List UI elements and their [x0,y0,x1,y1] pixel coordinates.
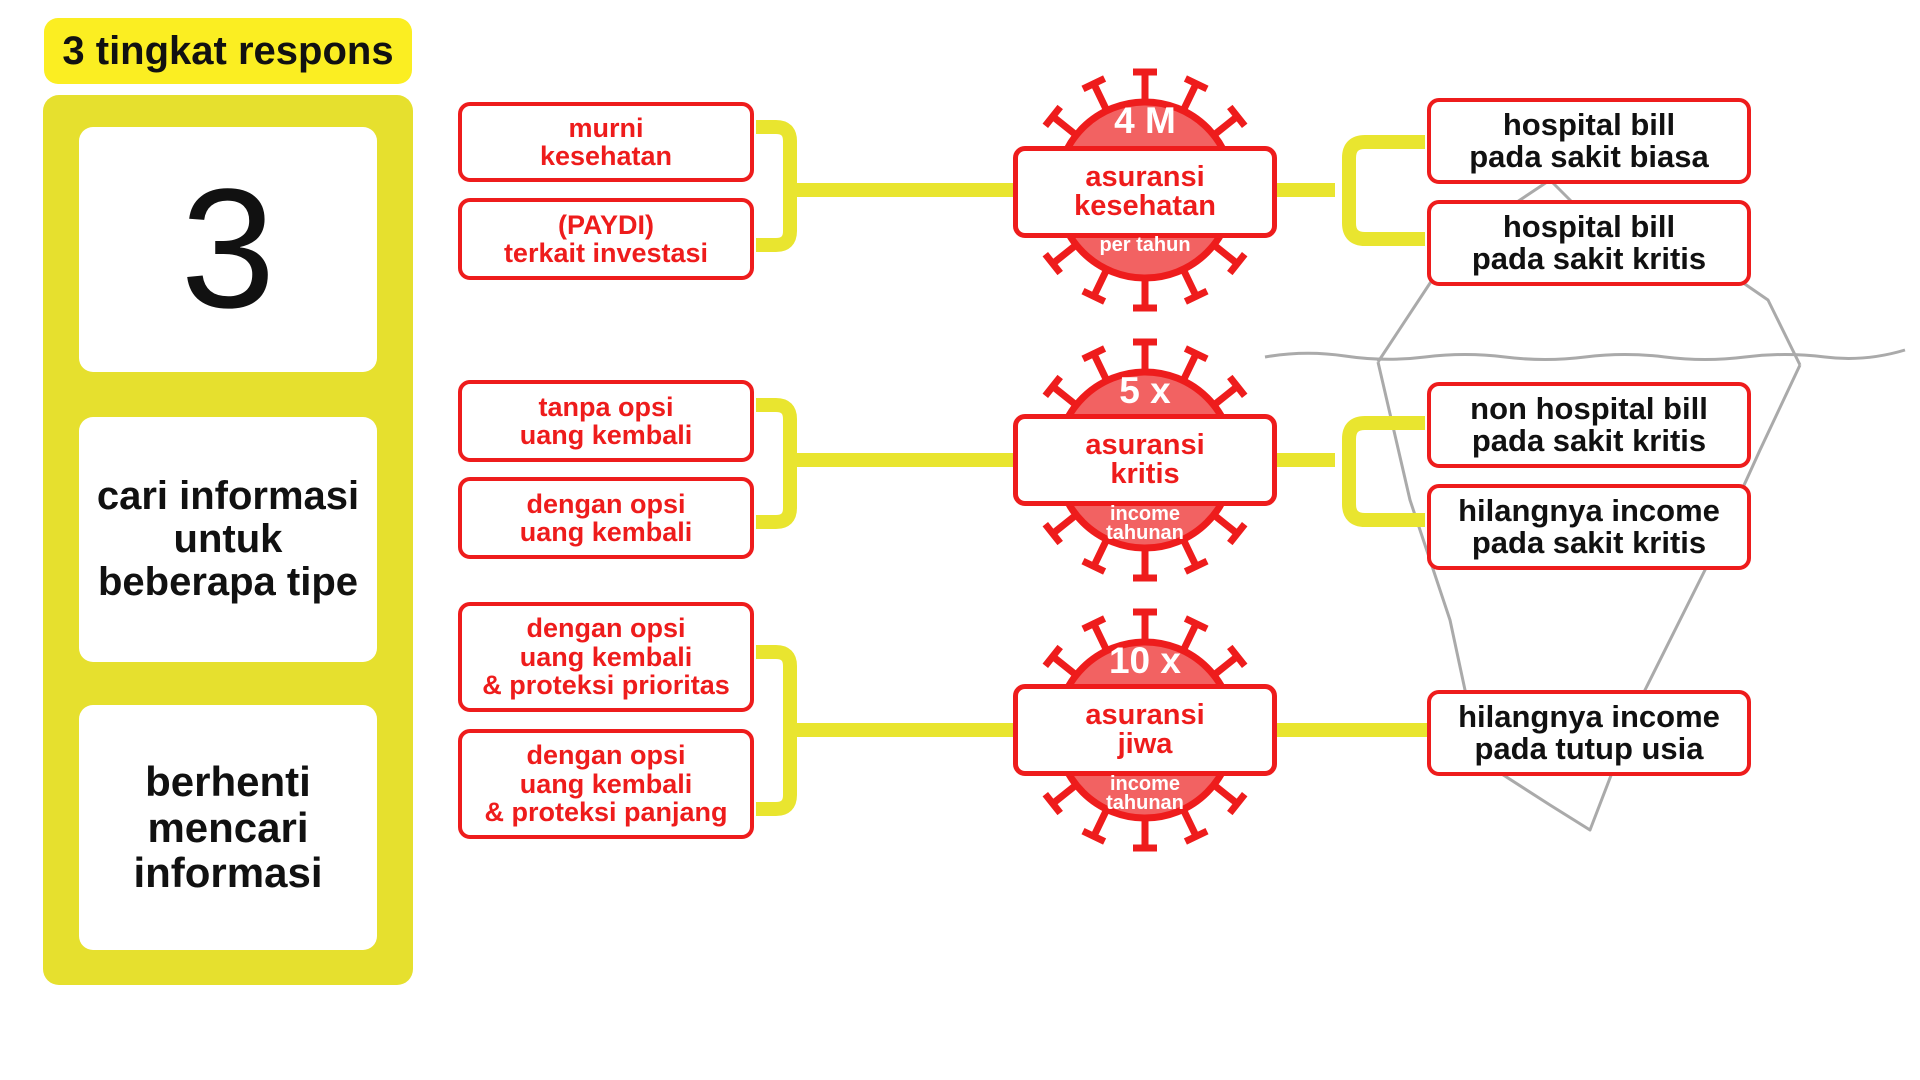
virus-spike-cap [1183,287,1209,305]
virus-spike-cap [1042,792,1063,816]
virus-spike-cap [1042,252,1063,276]
risk-box: hospital bill pada sakit biasa [1427,98,1751,184]
iceberg-water-line [1264,348,1906,361]
virus-spike [1050,782,1079,807]
virus-spike [1180,267,1200,298]
virus-spike [1211,782,1240,807]
virus-spike [1090,82,1110,113]
product-type-box: dengan opsi uang kembali & proteksi prio… [458,602,754,712]
virus-spike [1180,807,1200,838]
risk-box: hospital bill pada sakit kritis [1427,200,1751,286]
coverage-value: 10 x [1108,640,1181,681]
virus-spike [1050,383,1079,408]
connector-left-3 [756,645,797,816]
product-type-box: dengan opsi uang kembali [458,477,754,559]
virus-spike-cap [1081,75,1107,93]
virus-spike-cap [1081,615,1107,633]
virus-spike-cap [1227,644,1248,668]
product-type-box: dengan opsi uang kembali & proteksi panj… [458,729,754,839]
virus-spike-cap [1227,252,1248,276]
connector-right-2 [1277,416,1425,527]
virus-spike [1211,113,1240,138]
virus-spike [1090,267,1110,298]
virus-spike-cap [1042,104,1063,128]
virus-spike-cap [1042,374,1063,398]
virus-spike-cap [1042,644,1063,668]
virus-spike [1090,352,1110,383]
risk-box: hilangnya income pada sakit kritis [1427,484,1751,570]
virus-spike-cap [1081,345,1107,363]
coverage-value: 5 x [1119,370,1171,411]
virus-spike [1211,383,1240,408]
virus-spike [1180,537,1200,568]
virus-spike-cap [1183,615,1209,633]
connector-right-1 [1277,135,1425,246]
virus-spike [1050,512,1079,537]
coverage-unit: income tahunan [1106,773,1184,814]
coverage-unit: income tahunan [1106,503,1184,544]
virus-spike-cap [1227,374,1248,398]
product-type-box: tanpa opsi uang kembali [458,380,754,462]
connector-left-1 [756,120,797,252]
virus-spike-cap [1227,104,1248,128]
virus-spike-cap [1183,345,1209,363]
risk-box: hilangnya income pada tutup usia [1427,690,1751,776]
virus-spike-cap [1183,557,1209,575]
virus-spike-cap [1081,287,1107,305]
virus-spike [1211,242,1240,267]
page-title: 3 tingkat respons [44,18,412,84]
virus-spike-cap [1183,827,1209,845]
virus-spike [1090,537,1110,568]
virus-spike [1180,622,1200,653]
product-type-box: (PAYDI) terkait investasi [458,198,754,280]
virus-spike [1050,113,1079,138]
risk-box: non hospital bill pada sakit kritis [1427,382,1751,468]
insurance-type-box: asuransi jiwa [1013,684,1277,776]
virus-spike-cap [1227,522,1248,546]
virus-spike-cap [1081,827,1107,845]
virus-spike-cap [1042,522,1063,546]
virus-spike [1211,653,1240,678]
virus-spike [1090,807,1110,838]
virus-spike [1050,653,1079,678]
virus-spike [1211,512,1240,537]
virus-spike-cap [1227,792,1248,816]
virus-spike [1090,622,1110,653]
virus-spike-cap [1183,75,1209,93]
level-count-card: 3 [79,127,377,372]
virus-spike-cap [1081,557,1107,575]
connectors [756,120,1427,816]
insurance-type-box: asuransi kritis [1013,414,1277,506]
levels-panel: 3 cari informasi untuk beberapa tipe ber… [43,95,413,985]
virus-spike [1180,352,1200,383]
level-card-stop: berhenti mencari informasi [79,705,377,950]
virus-spike [1050,242,1079,267]
virus-spike [1180,82,1200,113]
level-card-search: cari informasi untuk beberapa tipe [79,417,377,662]
coverage-unit: per tahun [1099,234,1191,256]
product-type-box: murni kesehatan [458,102,754,182]
coverage-value: 4 M [1114,100,1176,141]
connector-left-2 [756,398,797,529]
insurance-type-box: asuransi kesehatan [1013,146,1277,238]
